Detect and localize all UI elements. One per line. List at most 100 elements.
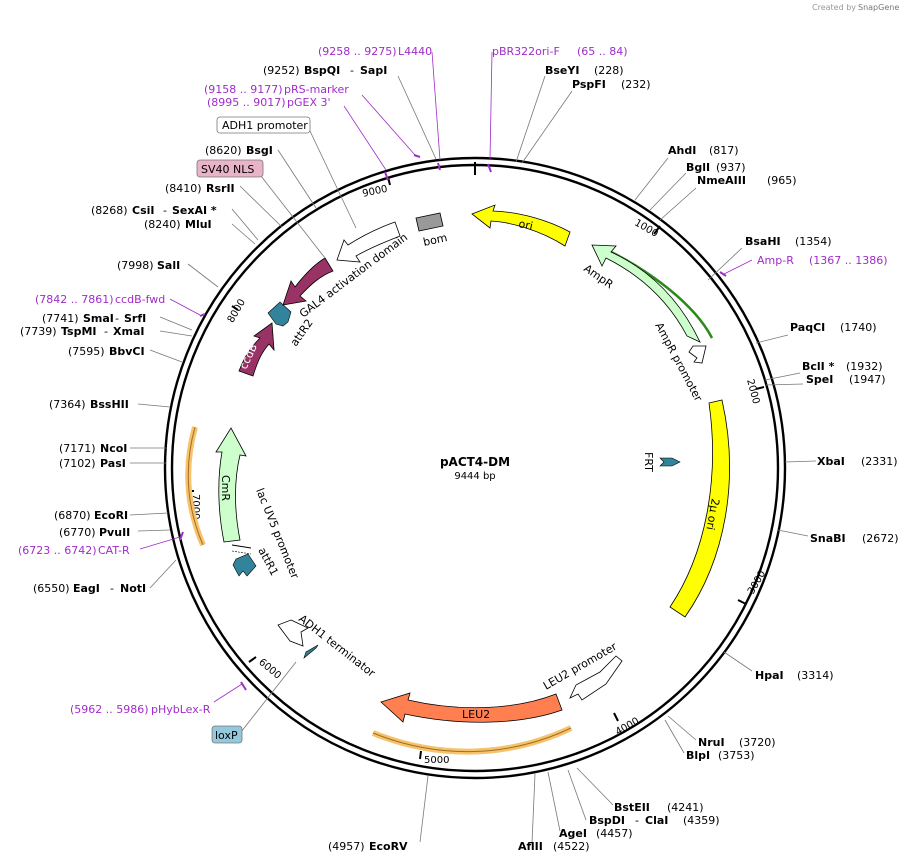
tick-mark-6000 <box>248 656 257 663</box>
tick-label-1000: 1000 <box>632 218 660 240</box>
enzyme-tspmi-xmai[interactable]: (7739) TspMI - XmaI <box>20 325 144 338</box>
enzyme-agei[interactable]: AgeI (4457) <box>559 827 633 840</box>
feature-label-adh1-terminator: ADH1 terminator <box>296 612 378 680</box>
enzyme-bcli[interactable]: BclI * (1932) <box>802 360 883 373</box>
tick-mark-5000 <box>419 750 422 760</box>
enzyme-bspqi-sapi[interactable]: (9252) BspQI - SapI <box>263 64 387 77</box>
feature-ampr[interactable]: AmpR <box>581 244 714 343</box>
tick-label-8000: 8000 <box>226 297 248 325</box>
enzyme-name: RsrII <box>206 182 235 195</box>
enzyme-ahdi[interactable]: AhdI (817) <box>668 144 739 157</box>
enzyme-name: MluI <box>185 218 212 231</box>
feature-box-sv40-nls[interactable]: SV40 NLS <box>196 159 264 178</box>
feature-ccdb[interactable]: ccdB <box>237 322 275 377</box>
primer-cat-r[interactable]: (6723 .. 6742) CAT-R <box>18 544 130 557</box>
feature-attr1[interactable]: attR1 <box>232 545 281 578</box>
primer-l4440[interactable]: (9258 .. 9275) L4440 <box>318 45 432 58</box>
feature-bom[interactable]: bom <box>415 212 449 249</box>
enzyme-name: NcoI <box>100 442 127 455</box>
primer-pos: (5962 .. 5986) <box>70 703 149 716</box>
enzyme-name: EcoRI <box>94 509 128 522</box>
enzyme-bbvci[interactable]: (7595) BbvCI <box>68 345 145 358</box>
enzyme-ecorv[interactable]: (4957) EcoRV <box>328 840 408 853</box>
primer-pgex-3[interactable]: (8995 .. 9017) pGEX 3' <box>207 96 331 109</box>
leader-lines <box>129 75 817 844</box>
enzyme-aflii[interactable]: AflII (4522) <box>518 840 590 853</box>
feature-adh1-terminator[interactable]: ADH1 terminator <box>277 612 378 680</box>
feature-cmr[interactable]: CmR <box>185 426 247 547</box>
enzyme-ecori[interactable]: (6870) EcoRI <box>54 509 128 522</box>
enzyme-name: AgeI <box>559 827 587 840</box>
feature-2mu-ori[interactable]: 2μ ori <box>669 399 730 618</box>
primer-amp-r[interactable]: Amp-R (1367 .. 1386) <box>757 254 888 267</box>
enzyme-name: BspQI <box>304 64 340 77</box>
feature-label-frt: FRT <box>642 452 655 472</box>
svg-text:-: - <box>104 325 108 338</box>
enzyme-spei[interactable]: SpeI (1947) <box>806 373 886 386</box>
enzyme-bsshii[interactable]: (7364) BssHII <box>49 398 129 411</box>
feature-frt[interactable]: FRT <box>642 452 681 472</box>
enzyme-rsrii[interactable]: (8410) RsrII <box>165 182 235 195</box>
enzyme-snabi[interactable]: SnaBI (2672) <box>810 532 899 545</box>
primer-ccdb-fwd[interactable]: (7842 .. 7861) ccdB-fwd <box>35 293 165 306</box>
feature-adh1-promoter[interactable] <box>336 221 401 263</box>
enzyme-pspfi[interactable]: PspFI (232) <box>572 78 651 91</box>
enzyme-name: CsiI <box>132 204 154 217</box>
enzyme-name: NmeAIII <box>697 174 746 187</box>
feature-ori[interactable]: ori <box>471 204 571 247</box>
primer-pos: (9158 .. 9177) <box>204 83 283 96</box>
enzyme-pos: (4522) <box>553 840 590 853</box>
primer-pos: (65 .. 84) <box>577 45 628 58</box>
tick-mark-4000 <box>613 712 619 722</box>
enzyme-bspdi-clai[interactable]: BspDI - ClaI (4359) <box>589 814 720 827</box>
enzyme-blpi[interactable]: BlpI (3753) <box>686 749 755 762</box>
enzyme-nmeaiii[interactable]: NmeAIII (965) <box>697 174 797 187</box>
enzyme-bsgi[interactable]: (8620) BsgI <box>205 144 273 157</box>
feature-leu2-promoter[interactable]: LEU2 promoter <box>541 640 623 701</box>
enzyme-pos: (1740) <box>840 321 877 334</box>
enzyme-pos: (817) <box>709 144 739 157</box>
feature-ampr-promoter[interactable]: AmpR promoter <box>652 320 707 404</box>
enzyme-nrui[interactable]: NruI (3720) <box>698 736 776 749</box>
enzyme-mlui[interactable]: (8240) MluI <box>144 218 212 231</box>
enzyme-eagi-noti[interactable]: (6550) EagI - NotI <box>33 582 146 595</box>
enzyme-ncoi[interactable]: (7171) NcoI <box>59 442 127 455</box>
credit-created-by: Created by <box>812 3 856 12</box>
credit-snapgene[interactable]: SnapGene <box>858 3 899 12</box>
primer-pbr322ori-f[interactable]: pBR322ori-F (65 .. 84) <box>492 45 628 58</box>
enzyme-name: SalI <box>157 259 180 272</box>
enzyme-name-2: ClaI <box>645 814 668 827</box>
tick-mark-3000 <box>737 599 747 605</box>
enzyme-name: TspMI <box>61 325 97 338</box>
primer-prs-marker[interactable]: (9158 .. 9177) pRS-marker <box>204 83 349 96</box>
enzyme-sali[interactable]: (7998) SalI <box>117 259 180 272</box>
enzyme-hpai[interactable]: HpaI (3314) <box>755 669 834 682</box>
enzyme-smai-srfi[interactable]: (7741) SmaI - SrfI <box>42 312 146 325</box>
enzyme-name: PspFI <box>572 78 606 91</box>
enzyme-bgli[interactable]: BglI (937) <box>686 161 746 174</box>
feature-box-adh1-promoter[interactable]: ADH1 promoter <box>216 116 311 134</box>
enzyme-pos: (1932) <box>846 360 883 373</box>
box-label: ADH1 promoter <box>222 119 308 132</box>
primer-pos: (6723 .. 6742) <box>18 544 97 557</box>
enzyme-bsteii[interactable]: BstEII (4241) <box>614 801 704 814</box>
enzyme-name: BstEII <box>614 801 650 814</box>
feature-leu2[interactable]: LEU2 <box>371 692 573 755</box>
enzyme-csii-sexai[interactable]: (8268) CsiI - SexAI * <box>91 204 217 217</box>
enzyme-pos: (228) <box>594 64 624 77</box>
primer-leader-lines <box>139 51 753 703</box>
feature-box-loxp[interactable]: loxP <box>211 725 243 744</box>
primer-phyblex-r[interactable]: (5962 .. 5986) pHybLex-R <box>70 703 211 716</box>
enzyme-pos: (232) <box>621 78 651 91</box>
enzyme-xbai[interactable]: XbaI (2331) <box>817 455 898 468</box>
primer-name: ccdB-fwd <box>115 293 165 306</box>
enzyme-pos: (2672) <box>862 532 899 545</box>
enzyme-pvuii[interactable]: (6770) PvuII <box>59 526 130 539</box>
enzyme-bseyi[interactable]: BseYI (228) <box>545 64 624 77</box>
enzyme-bsahi[interactable]: BsaHI (1354) <box>745 235 832 248</box>
enzyme-pasi[interactable]: (7102) PasI <box>59 457 126 470</box>
feature-label-leu2: LEU2 <box>462 708 490 721</box>
plasmid-name: pACT4-DM <box>440 455 510 469</box>
enzyme-paqci[interactable]: PaqCI (1740) <box>790 321 877 334</box>
